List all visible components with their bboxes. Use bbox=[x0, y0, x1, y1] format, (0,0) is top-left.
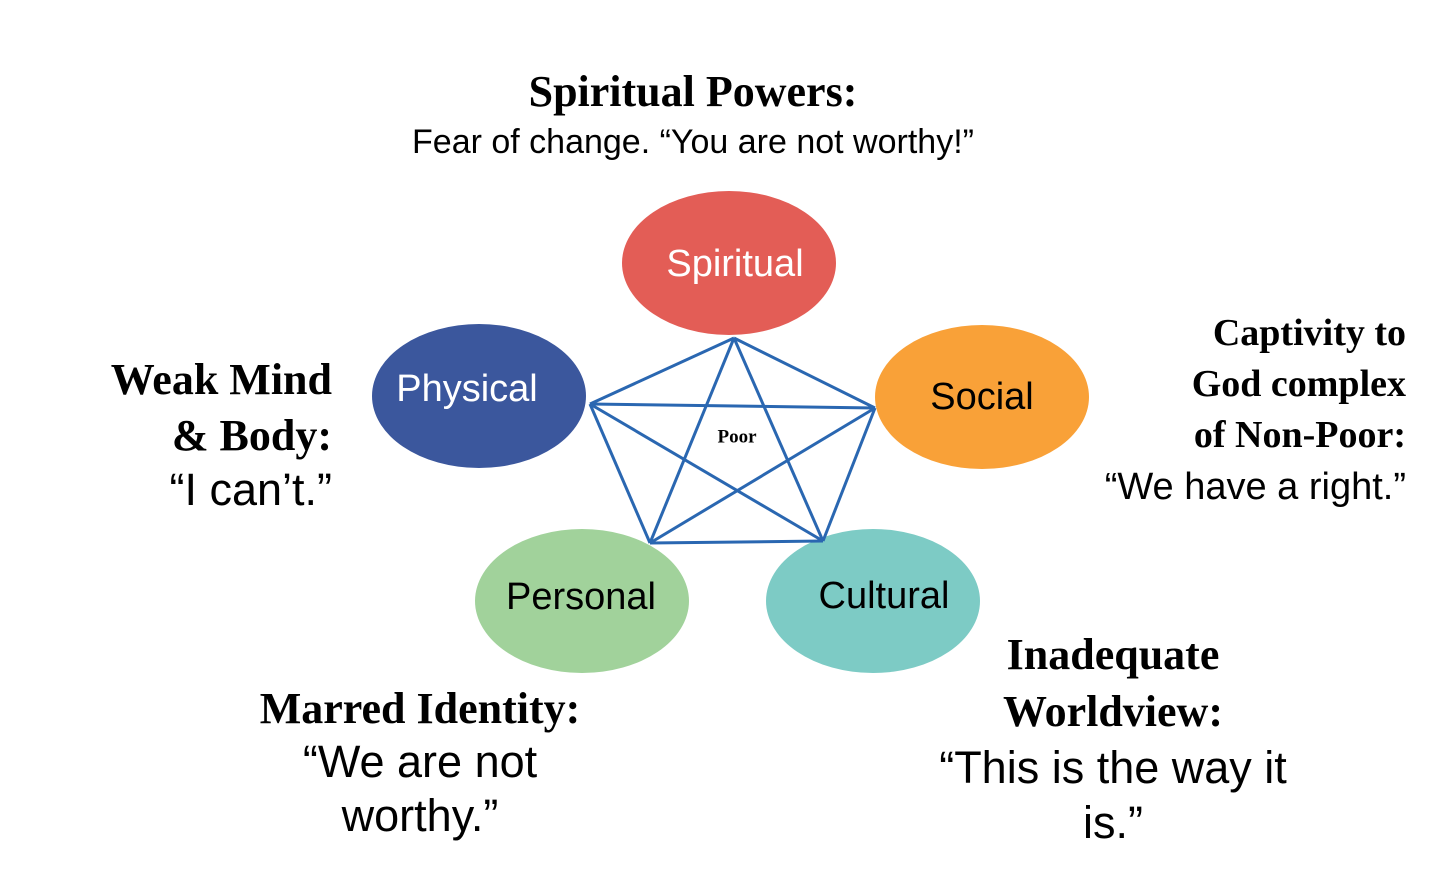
inadequate-worldview-quote-line-1: “This is the way it bbox=[939, 742, 1287, 793]
connection-line bbox=[648, 337, 736, 544]
weak-mind-body-caption: Weak Mind & Body: “I can’t.” bbox=[40, 352, 332, 516]
captivity-heading-line-1: Captivity to bbox=[1212, 312, 1406, 354]
connection-lines bbox=[588, 336, 877, 545]
node-labels: Spiritual Physical Social Personal Cultu… bbox=[396, 243, 1034, 618]
inadequate-worldview-heading-line-1: Inadequate bbox=[1006, 630, 1220, 679]
weak-mind-body-heading-line-2: & Body: bbox=[171, 411, 332, 460]
captivity-god-complex-caption: Captivity to God complex of Non-Poor: “W… bbox=[1050, 308, 1406, 513]
marred-identity-heading: Marred Identity: bbox=[259, 684, 581, 733]
captivity-heading-line-2: God complex bbox=[1191, 363, 1406, 405]
captivity-quote: “We have a right.” bbox=[1104, 466, 1406, 508]
connection-line bbox=[589, 336, 735, 406]
connection-line bbox=[588, 403, 652, 544]
spiritual-powers-quote: Fear of change. “You are not worthy!” bbox=[412, 123, 974, 161]
connection-line bbox=[589, 402, 824, 543]
weak-mind-body-heading-line-1: Weak Mind bbox=[110, 355, 332, 404]
inadequate-worldview-quote-line-2: is.” bbox=[1083, 797, 1143, 848]
spiritual-powers-heading: Spiritual Powers: bbox=[528, 67, 858, 116]
node-group bbox=[372, 191, 1089, 673]
connection-line bbox=[821, 407, 877, 542]
cultural-node-label: Cultural bbox=[819, 575, 950, 617]
inadequate-worldview-heading-line-2: Worldview: bbox=[1003, 687, 1223, 736]
spiritual-node bbox=[622, 191, 836, 335]
social-node bbox=[875, 325, 1089, 469]
poor-center-label: Poor bbox=[717, 426, 757, 447]
connection-line bbox=[649, 539, 824, 545]
spiritual-node-label: Spiritual bbox=[666, 243, 803, 285]
connection-line bbox=[589, 402, 876, 410]
cultural-node bbox=[766, 529, 980, 673]
personal-node-label: Personal bbox=[506, 576, 656, 618]
weak-mind-body-quote: “I can’t.” bbox=[169, 464, 332, 515]
physical-node bbox=[372, 324, 586, 468]
connection-line bbox=[649, 406, 876, 545]
personal-node bbox=[475, 529, 689, 673]
marred-identity-quote-line-1: “We are not bbox=[302, 736, 538, 787]
connection-line bbox=[732, 337, 825, 542]
physical-node-label: Physical bbox=[396, 368, 538, 410]
spiritual-powers-caption: Spiritual Powers: Fear of change. “You a… bbox=[228, 66, 1158, 165]
marred-identity-quote-line-2: worthy.” bbox=[341, 790, 499, 841]
inadequate-worldview-caption: Inadequate Worldview: “This is the way i… bbox=[900, 626, 1326, 850]
social-node-label: Social bbox=[930, 376, 1034, 418]
captivity-heading-line-3: of Non-Poor: bbox=[1193, 414, 1406, 456]
marred-identity-caption: Marred Identity: “We are not worthy.” bbox=[220, 683, 620, 843]
connection-line bbox=[733, 336, 876, 410]
